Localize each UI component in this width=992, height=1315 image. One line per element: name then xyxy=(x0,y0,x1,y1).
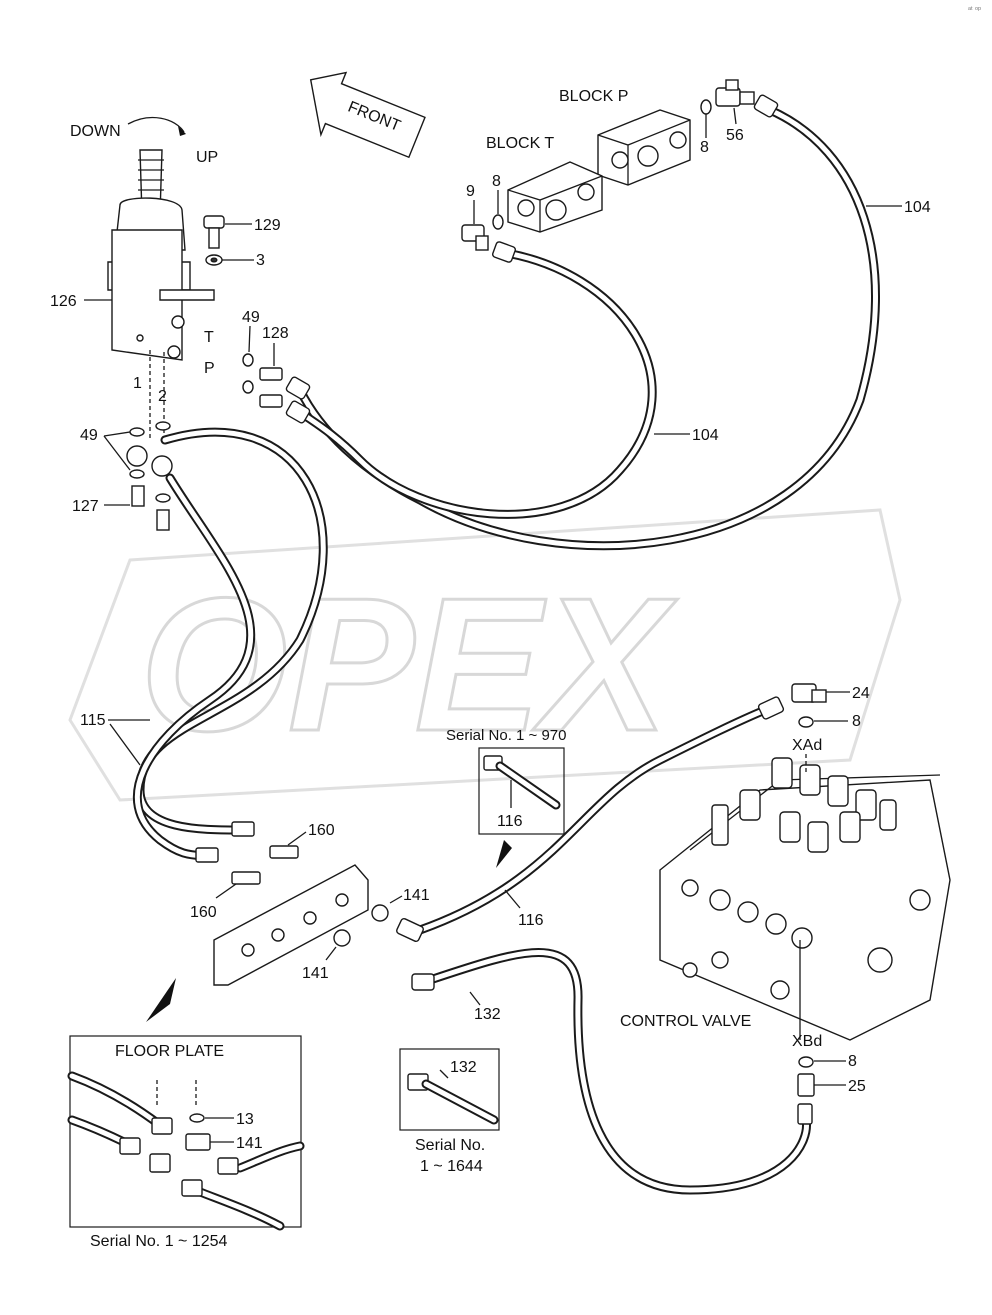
front-arrow xyxy=(309,71,426,159)
inset-floor-plate xyxy=(69,1035,302,1228)
part-2: 2 xyxy=(158,388,167,405)
part-115: 115 xyxy=(80,712,106,729)
watermark: OPEX xyxy=(68,508,902,802)
serial-970: Serial No. 1 ~ 970 xyxy=(446,727,567,744)
part-49-top: 49 xyxy=(242,309,260,326)
part-127: 127 xyxy=(72,498,99,515)
label-down: DOWN xyxy=(70,123,121,140)
hose-104-inner xyxy=(295,247,657,519)
part-9: 9 xyxy=(466,183,475,200)
pointer-116 xyxy=(496,840,512,868)
part-8-xbd: 8 xyxy=(848,1053,857,1070)
elbow-56 xyxy=(715,79,755,107)
hose-132 xyxy=(425,948,811,1195)
part-160-bottom: 160 xyxy=(190,904,217,921)
control-valve xyxy=(659,757,951,1041)
label-xbd: XBd xyxy=(792,1033,822,1050)
part-24: 24 xyxy=(852,685,870,702)
label-control-valve: CONTROL VALVE xyxy=(620,1013,751,1030)
part-116-main: 116 xyxy=(518,912,544,929)
part-56: 56 xyxy=(726,127,744,144)
part-49-banjo: 49 xyxy=(80,427,98,444)
part-132-main: 132 xyxy=(474,1006,501,1023)
part-3: 3 xyxy=(256,252,265,269)
part-141-bottom: 141 xyxy=(302,965,329,982)
fitting-25 xyxy=(797,1073,815,1097)
part-160-top: 160 xyxy=(308,822,335,839)
elbow-9 xyxy=(461,224,489,251)
floor-plate-inset-hoses xyxy=(67,1071,305,1231)
label-up: UP xyxy=(196,149,218,166)
part-116-inset: 116 xyxy=(497,813,523,830)
corner-mark: ᵃᵗ ᵒᵖ xyxy=(968,5,981,14)
label-block-t: BLOCK T xyxy=(486,135,554,152)
pointer-floor-plate xyxy=(146,978,176,1022)
serial-1254: Serial No. 1 ~ 1254 xyxy=(90,1233,228,1250)
part-8-block-t: 8 xyxy=(492,173,501,190)
control-lever xyxy=(107,116,215,440)
hose-fittings-104 xyxy=(285,94,779,424)
serial-1644-line1: Serial No. xyxy=(415,1137,485,1154)
elbow-24 xyxy=(791,683,827,703)
fitting-128 xyxy=(259,367,283,408)
floor-plate xyxy=(213,864,369,986)
block-t xyxy=(507,161,603,233)
part-8-xad: 8 xyxy=(852,713,861,730)
bolt-129 xyxy=(203,215,225,266)
hose-115-a xyxy=(135,427,328,835)
part-13: 13 xyxy=(236,1111,254,1128)
label-block-p: BLOCK P xyxy=(559,88,628,105)
part-25: 25 xyxy=(848,1078,866,1095)
part-126: 126 xyxy=(50,293,77,310)
part-129: 129 xyxy=(254,217,281,234)
part-128: 128 xyxy=(262,325,289,342)
part-8-block-p: 8 xyxy=(700,139,709,156)
hose-116 xyxy=(415,703,775,935)
part-141-inset: 141 xyxy=(236,1135,263,1152)
serial-1644-line2: 1 ~ 1644 xyxy=(420,1158,483,1175)
part-104-mid: 104 xyxy=(692,427,719,444)
part-1: 1 xyxy=(133,375,142,392)
watermark-text: OPEX xyxy=(140,559,678,771)
inset-116 xyxy=(478,747,565,835)
hose-115-b xyxy=(132,473,256,861)
part-141-top: 141 xyxy=(403,887,430,904)
part-104-top: 104 xyxy=(904,199,931,216)
label-floor-plate: FLOOR PLATE xyxy=(115,1043,224,1060)
inset-132 xyxy=(399,1048,500,1131)
label-port-t: T xyxy=(204,329,214,346)
part-132-inset: 132 xyxy=(450,1059,477,1076)
block-p xyxy=(597,109,691,186)
label-xad: XAd xyxy=(792,737,822,754)
label-port-p: P xyxy=(204,360,215,377)
